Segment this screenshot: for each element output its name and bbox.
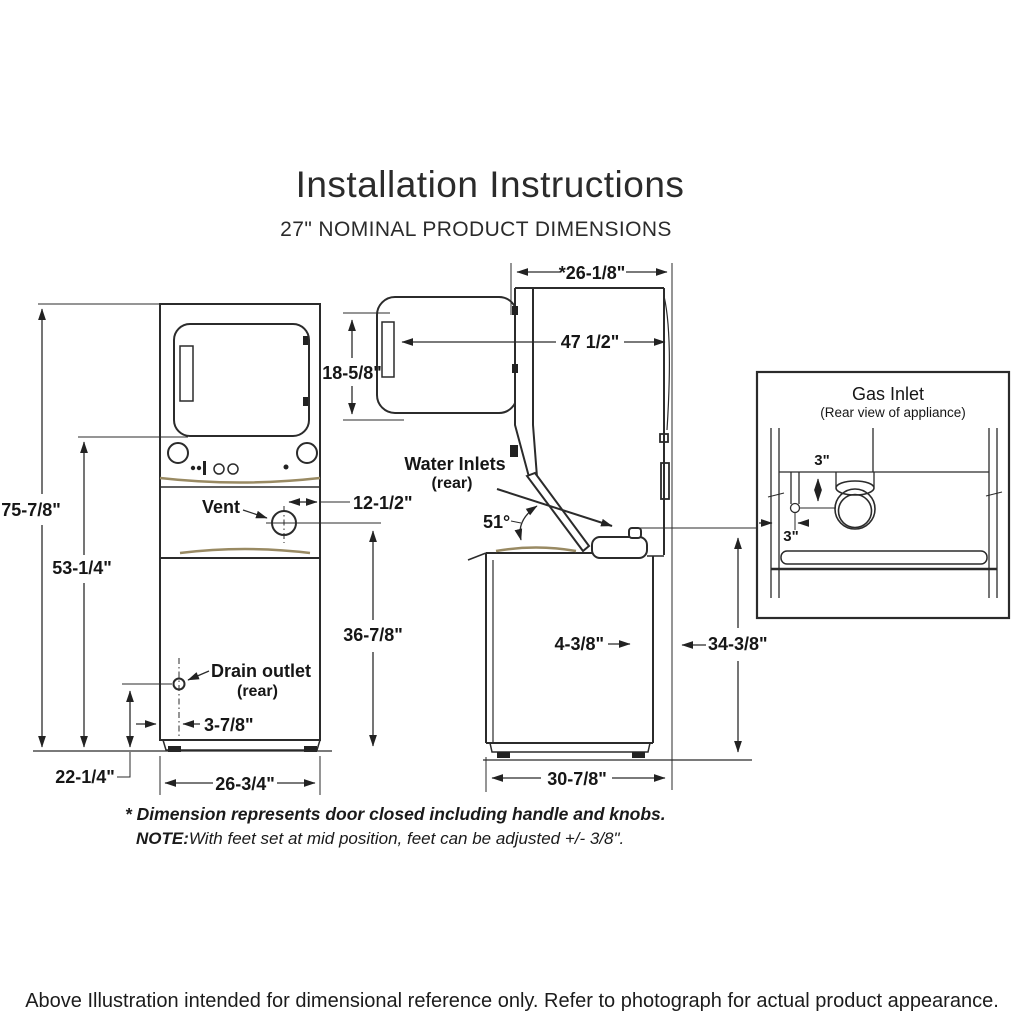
dim-vent-height-from-floor: 36-7/8" [343,625,403,645]
gas-inlet-title: Gas Inlet [852,384,924,404]
dim-gas-inlet-drop: 3" [814,452,829,469]
dim-overall-width: 26-3/4" [215,774,275,794]
label-water-inlets: Water Inlets [404,454,505,474]
dim-dryer-door-height: 18-5/8" [322,363,382,383]
dim-lid-open-angle: 51° [483,512,510,532]
asterisk-note: * Dimension represents door closed inclu… [125,804,666,824]
front-view-labels: 75-7/8" 53-1/4" 22-1/4" 26-3/4" 3-7/8" 1… [1,493,412,794]
gas-inlet-panel [755,370,1011,620]
page-title: Installation Instructions [295,164,685,205]
gas-inlet-labels: Gas Inlet (Rear view of appliance) 3" 3" [783,384,966,545]
dim-depth-door-open: 47 1/2" [561,332,620,352]
dim-height-to-washer-top: 53-1/4" [52,558,112,578]
label-drain-outlet-location: (rear) [237,683,278,700]
dim-drain-outlet-offset: 3-7/8" [204,715,254,735]
feet-note: NOTE:With feet set at mid position, feet… [136,829,624,849]
label-drain-outlet: Drain outlet [211,661,311,681]
dim-vent-to-right-edge: 12-1/2" [353,493,413,513]
dim-gas-inlet-offset: 3" [783,528,798,545]
dim-drain-outlet-height: 22-1/4" [55,767,115,787]
label-water-inlets-location: (rear) [432,475,473,492]
dim-depth-door-closed: *26-1/8" [559,263,626,283]
front-view-dimensions [38,303,377,795]
page-subtitle: 27" NOMINAL PRODUCT DIMENSIONS [280,218,672,241]
footer-disclaimer: Above Illustration intended for dimensio… [25,990,999,1012]
side-view-labels: *26-1/8" 18-5/8" 47 1/2" 51° 4-3/8" 34-3… [322,263,767,789]
dim-overall-depth: 30-7/8" [547,769,607,789]
dim-rear-panel-height: 34-3/8" [708,634,768,654]
dim-overall-height: 75-7/8" [1,500,61,520]
gas-inlet-subtitle: (Rear view of appliance) [820,405,966,420]
side-view-dimensions [343,263,756,792]
label-vent: Vent [202,497,240,517]
dim-rear-offset: 4-3/8" [554,634,604,654]
side-view-drawing [376,287,752,761]
front-view-drawing [33,303,381,752]
feet-note-text: With feet set at mid position, feet can … [188,829,625,848]
feet-note-label: NOTE: [136,829,189,848]
